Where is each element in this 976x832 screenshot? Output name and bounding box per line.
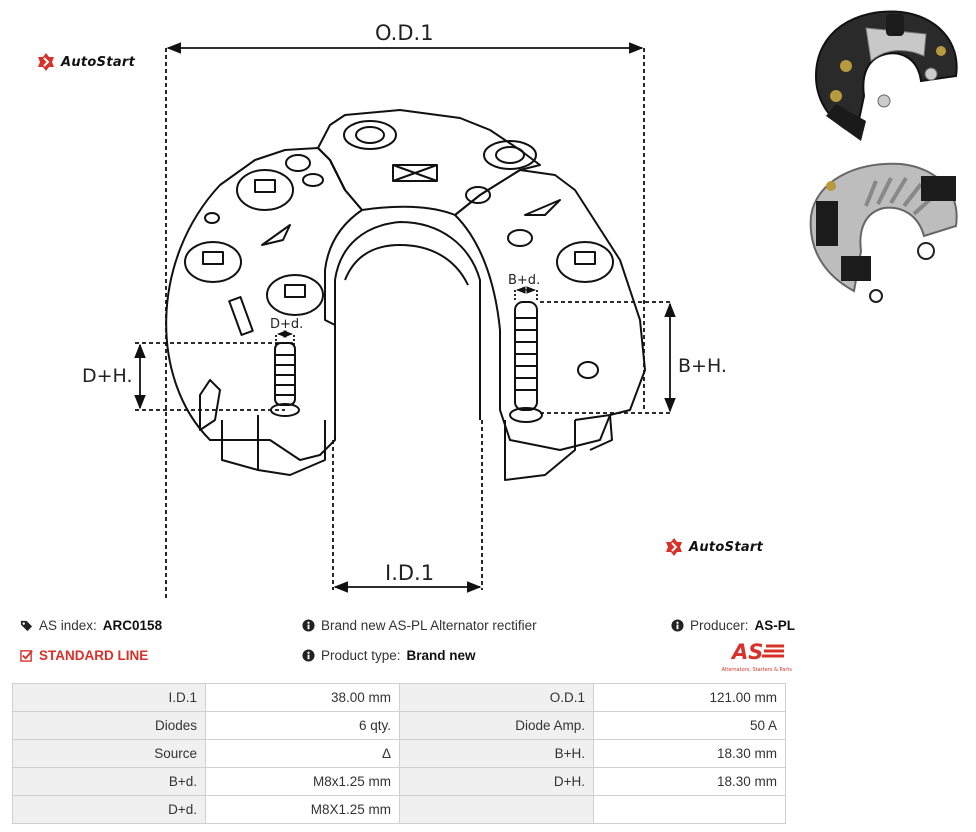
product-photo-top[interactable] bbox=[806, 6, 966, 146]
spec-label: O.D.1 bbox=[399, 683, 594, 712]
od1-label: O.D.1 bbox=[375, 21, 434, 45]
table-row: Source Δ B+H. 18.30 mm bbox=[12, 739, 786, 768]
autostart-logo-text: AutoStart bbox=[61, 54, 136, 70]
info-icon bbox=[671, 619, 684, 632]
dh-label: D+H. bbox=[82, 365, 133, 387]
bd-label: B+d. bbox=[508, 273, 540, 288]
spec-value bbox=[593, 795, 786, 824]
id1-label: I.D.1 bbox=[385, 561, 434, 585]
rectifier-technical-drawing: O.D.1 I.D.1 D+H. B+H. D+d. B+d. bbox=[82, 21, 727, 600]
spec-label bbox=[399, 795, 594, 824]
product-description-text: Brand new AS-PL Alternator rectifier bbox=[321, 618, 537, 633]
producer-info: Producer: AS-PL bbox=[671, 618, 795, 633]
spec-value: 6 qty. bbox=[205, 711, 400, 740]
spec-value: Δ bbox=[205, 739, 400, 768]
standard-line-badge: STANDARD LINE bbox=[20, 648, 148, 663]
as-pl-logo-tagline: Alternators, Starters & Parts bbox=[721, 667, 792, 673]
spec-value: 18.30 mm bbox=[593, 767, 786, 796]
table-row: Diodes 6 qty. Diode Amp. 50 A bbox=[12, 711, 786, 740]
autostart-logo-icon bbox=[38, 53, 54, 71]
specification-table: I.D.1 38.00 mm O.D.1 121.00 mm Diodes 6 … bbox=[12, 683, 786, 824]
product-type-value: Brand new bbox=[406, 648, 476, 663]
spec-label: D+d. bbox=[12, 795, 206, 824]
table-row: I.D.1 38.00 mm O.D.1 121.00 mm bbox=[12, 683, 786, 712]
product-type-info: Product type: Brand new bbox=[302, 648, 476, 663]
table-row: B+d. M8x1.25 mm D+H. 18.30 mm bbox=[12, 767, 786, 796]
info-icon bbox=[302, 619, 315, 632]
spec-label: Diode Amp. bbox=[399, 711, 594, 740]
spec-value: M8x1.25 mm bbox=[205, 767, 400, 796]
spec-label: I.D.1 bbox=[12, 683, 206, 712]
spec-value: M8X1.25 mm bbox=[205, 795, 400, 824]
spec-value: 38.00 mm bbox=[205, 683, 400, 712]
spec-value: 121.00 mm bbox=[593, 683, 786, 712]
spec-value: 18.30 mm bbox=[593, 739, 786, 768]
rectifier-body-outline bbox=[165, 147, 363, 461]
info-icon bbox=[302, 649, 315, 662]
producer-label: Producer: bbox=[690, 618, 749, 633]
as-pl-logo: AS Alternators, Starters & Parts bbox=[716, 640, 792, 673]
standard-line-label: STANDARD LINE bbox=[39, 648, 149, 663]
autostart-logo-top: AutoStart bbox=[36, 52, 135, 72]
checkbox-icon bbox=[20, 650, 33, 662]
autostart-logo-icon bbox=[666, 538, 682, 556]
as-index-value: ARC0158 bbox=[102, 618, 163, 633]
autostart-logo-bottom: AutoStart bbox=[664, 537, 763, 557]
product-photo-bottom[interactable] bbox=[806, 156, 966, 306]
table-row: D+d. M8X1.25 mm bbox=[12, 795, 786, 824]
spec-label: B+H. bbox=[399, 739, 594, 768]
bh-label: B+H. bbox=[678, 355, 727, 377]
autostart-logo-text: AutoStart bbox=[689, 539, 764, 555]
dd-label: D+d. bbox=[270, 317, 303, 332]
as-pl-logo-mark: AS bbox=[730, 640, 784, 664]
spec-value: 50 A bbox=[593, 711, 786, 740]
spec-label: D+H. bbox=[399, 767, 594, 796]
product-description: Brand new AS-PL Alternator rectifier bbox=[302, 618, 537, 633]
tag-icon bbox=[20, 620, 33, 632]
as-index-label: AS index: bbox=[39, 618, 97, 633]
spec-label: Source bbox=[12, 739, 206, 768]
svg-text:AS: AS bbox=[730, 640, 763, 662]
spec-label: B+d. bbox=[12, 767, 206, 796]
product-type-label: Product type: bbox=[321, 648, 401, 663]
spec-label: Diodes bbox=[12, 711, 206, 740]
producer-value: AS-PL bbox=[754, 618, 796, 633]
as-index-info: AS index: ARC0158 bbox=[20, 618, 162, 633]
